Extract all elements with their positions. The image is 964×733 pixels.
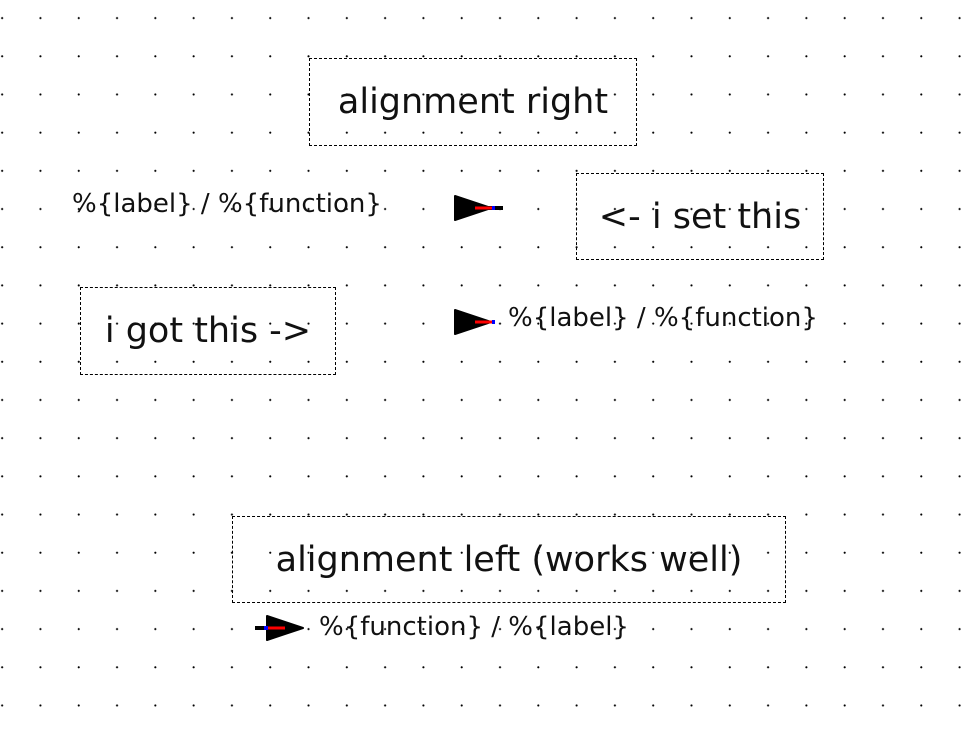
text-box-i-set-this[interactable]: <- i set this	[576, 173, 824, 260]
pin-icon-right-got[interactable]	[453, 308, 503, 336]
text-box-i-got-this[interactable]: i got this ->	[80, 287, 336, 375]
pin-label-right-got[interactable]: %{label} / %{function}	[508, 303, 818, 333]
pin-icon-left[interactable]	[255, 614, 305, 642]
text-box-alignment-left[interactable]: alignment left (works well)	[232, 516, 786, 603]
pin-label-right-set[interactable]: %{label} / %{function}	[72, 189, 382, 219]
text-box-alignment-right[interactable]: alignment right	[309, 58, 637, 146]
pin-label-left[interactable]: %{function} / %{label}	[319, 612, 629, 642]
pin-icon-right-set[interactable]	[453, 194, 503, 222]
